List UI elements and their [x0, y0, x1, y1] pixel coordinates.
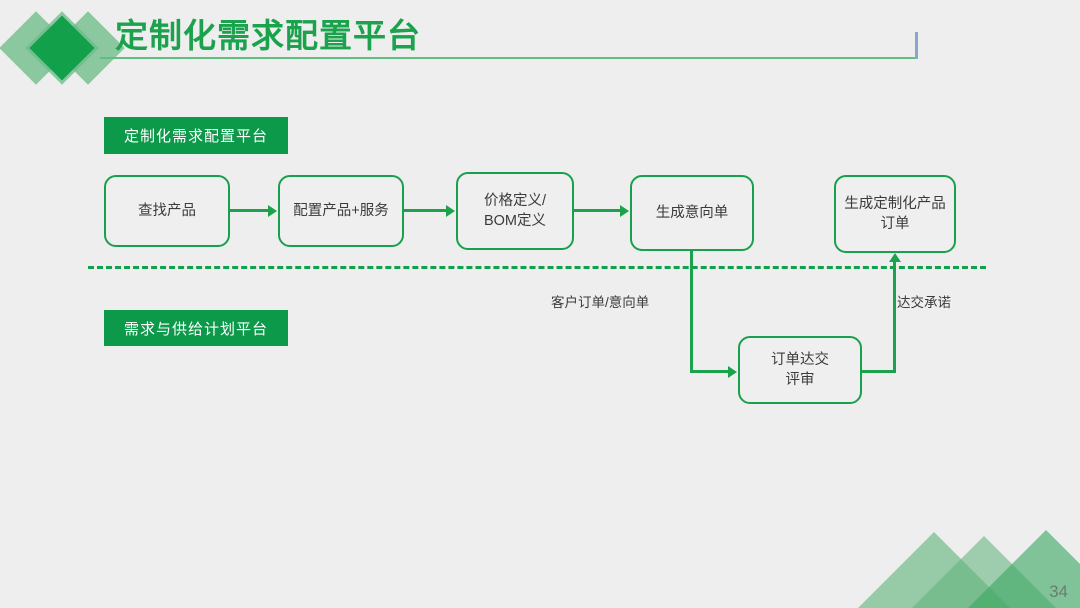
section-divider: [88, 266, 986, 269]
connector-find-to-configure: [230, 209, 269, 212]
flow-node-price-bom[interactable]: 价格定义/ BOM定义: [456, 172, 574, 250]
flow-node-delivery-review[interactable]: 订单达交 评审: [738, 336, 862, 404]
flow-node-configure-product[interactable]: 配置产品+服务: [278, 175, 404, 247]
diamond-cluster-logo-icon: [0, 8, 125, 88]
edge-label-delivery-commitment: 达交承诺: [897, 295, 951, 310]
flow-node-find-product[interactable]: 查找产品: [104, 175, 230, 247]
banner-supply-planning-platform: 需求与供给计划平台: [104, 310, 288, 346]
page-title: 定制化需求配置平台: [115, 17, 421, 54]
arrowhead-configure-to-price: [446, 205, 455, 217]
connector-review-up-to-order: [893, 262, 896, 373]
connector-intent-to-review: [690, 370, 729, 373]
arrowhead-find-to-configure: [268, 205, 277, 217]
arrowhead-price-to-intent: [620, 205, 629, 217]
connector-configure-to-price: [404, 209, 447, 212]
flow-node-create-intent[interactable]: 生成意向单: [630, 175, 754, 251]
flow-node-create-order[interactable]: 生成定制化产品 订单: [834, 175, 956, 253]
title-underline: [100, 57, 918, 59]
arrowhead-review-to-order: [889, 253, 901, 262]
arrowhead-intent-to-review: [728, 366, 737, 378]
page-number: 34: [1049, 582, 1068, 601]
connector-intent-down: [690, 251, 693, 373]
mountain-triangle-right: [968, 530, 1080, 608]
banner-customization-platform: 定制化需求配置平台: [104, 117, 288, 154]
mountain-decoration-icon: [850, 498, 1080, 608]
connector-price-to-intent: [574, 209, 621, 212]
title-end-tick: [915, 32, 918, 59]
edge-label-customer-order: 客户订单/意向单: [551, 295, 650, 310]
connector-review-right: [862, 370, 896, 373]
